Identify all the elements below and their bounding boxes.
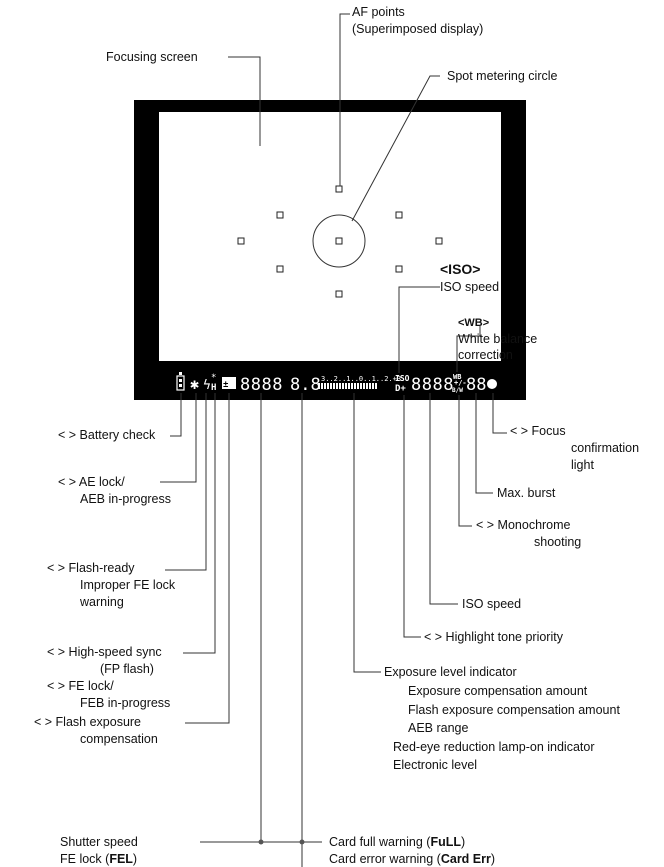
af-point-right — [435, 237, 443, 245]
label-iso-symbol: <ISO> — [440, 261, 481, 277]
junction-dot-aperture — [299, 839, 305, 845]
label-max-burst: Max. burst — [497, 486, 556, 500]
af-point-lower-left — [276, 265, 284, 273]
label-flash-exposure-comp: Flash exposure compensation amount — [408, 703, 620, 717]
lcd-wb-symbol: WB — [453, 373, 461, 381]
label-fe-lock: < > FE lock/ — [47, 679, 114, 693]
af-points — [237, 185, 443, 298]
label-flash-ready: < > Flash-ready — [47, 561, 135, 575]
label-card-full: Card full warning (FuLL) — [329, 835, 466, 849]
label-card-error: Card error warning (Card Err) — [329, 852, 496, 866]
lcd-exposure-bar — [318, 383, 377, 389]
label-wb-line2: correction — [458, 348, 513, 362]
label-exposure-level: Exposure level indicator — [384, 665, 517, 679]
label-ae-lock: < > AE lock/ — [58, 475, 125, 489]
label-red-eye: Red-eye reduction lamp-on indicator — [393, 740, 595, 754]
label-aeb-range: AEB range — [408, 721, 469, 735]
lcd-iso-digits: 8888 — [411, 375, 454, 395]
label-spot-metering: Spot metering circle — [447, 69, 558, 83]
lcd-hss-h: H — [211, 383, 216, 393]
label-confirmation: confirmation — [571, 441, 640, 455]
label-feb: FEB in-progress — [80, 696, 171, 710]
label-iso-speed-top: ISO speed — [440, 280, 500, 294]
af-point-top — [335, 185, 343, 193]
lcd-flash-icon: ϟ — [203, 378, 211, 393]
lcd-fe-star: * — [211, 373, 216, 383]
label-monochrome: < > Monochrome — [476, 518, 571, 532]
lcd-exposure-scale: 3..2..1..0..1..2.+3 — [321, 375, 401, 383]
af-point-lower-right — [395, 265, 403, 273]
af-point-bottom — [335, 290, 343, 298]
spot-metering-circle — [312, 214, 366, 268]
label-iso-speed: ISO speed — [462, 597, 522, 611]
lcd-fec-icon — [222, 377, 236, 389]
label-fec: < > Flash exposure — [34, 715, 142, 729]
lcd-bw-symbol: B/W — [452, 387, 463, 394]
lcd-ae-lock-icon: ✱ — [190, 375, 199, 393]
label-af-points: AF points — [352, 5, 405, 19]
af-point-upper-left — [276, 211, 284, 219]
lcd-shutter-digits: 8888 — [240, 375, 283, 395]
label-improper-fe: Improper FE lock — [80, 578, 176, 592]
label-warning: warning — [80, 595, 124, 609]
lcd-burst-digits: 88 — [466, 375, 486, 395]
label-shutter-speed: Shutter speed — [60, 835, 138, 849]
af-point-upper-right — [395, 211, 403, 219]
lcd-focus-dot — [487, 379, 497, 389]
af-point-left — [237, 237, 245, 245]
junction-dot-shutter — [258, 839, 264, 845]
label-focusing-screen: Focusing screen — [106, 50, 198, 64]
label-fe-lock-fel: FE lock (FEL) — [60, 852, 138, 866]
lcd-aperture-digits: 8.8 — [290, 375, 321, 395]
label-shooting: shooting — [534, 535, 582, 549]
lcd-info-bar: ✱ ϟ * H ± 8888 8.8 3..2..1..0..1..2.+3 I… — [176, 372, 497, 395]
label-highlight-tone: < > Highlight tone priority — [424, 630, 563, 644]
label-battery-check: < > Battery check — [58, 428, 156, 442]
lcd-battery-icon — [176, 375, 185, 391]
label-af-points-sub: (Superimposed display) — [352, 22, 484, 36]
label-fec2: compensation — [80, 732, 158, 746]
focusing-screen — [159, 112, 501, 361]
label-aeb: AEB in-progress — [80, 492, 172, 506]
af-point-center — [335, 237, 343, 245]
svg-text:±: ± — [223, 380, 229, 390]
lcd-highlight-symbol: D+ — [395, 384, 406, 394]
leader-lines — [160, 13, 507, 867]
label-light: light — [571, 458, 594, 472]
label-focus-confirmation: < > Focus — [510, 424, 566, 438]
label-wb-line1: White balance — [458, 332, 538, 346]
label-fp-flash: (FP flash) — [100, 662, 154, 676]
label-high-speed-sync: < > High-speed sync — [47, 645, 162, 659]
svg-text:+/-: +/- — [454, 379, 467, 387]
label-wb-symbol: <WB> — [458, 317, 490, 329]
label-electronic-level: Electronic level — [393, 758, 478, 772]
label-exposure-comp: Exposure compensation amount — [408, 684, 588, 698]
lcd-iso-symbol: ISO — [395, 374, 410, 383]
